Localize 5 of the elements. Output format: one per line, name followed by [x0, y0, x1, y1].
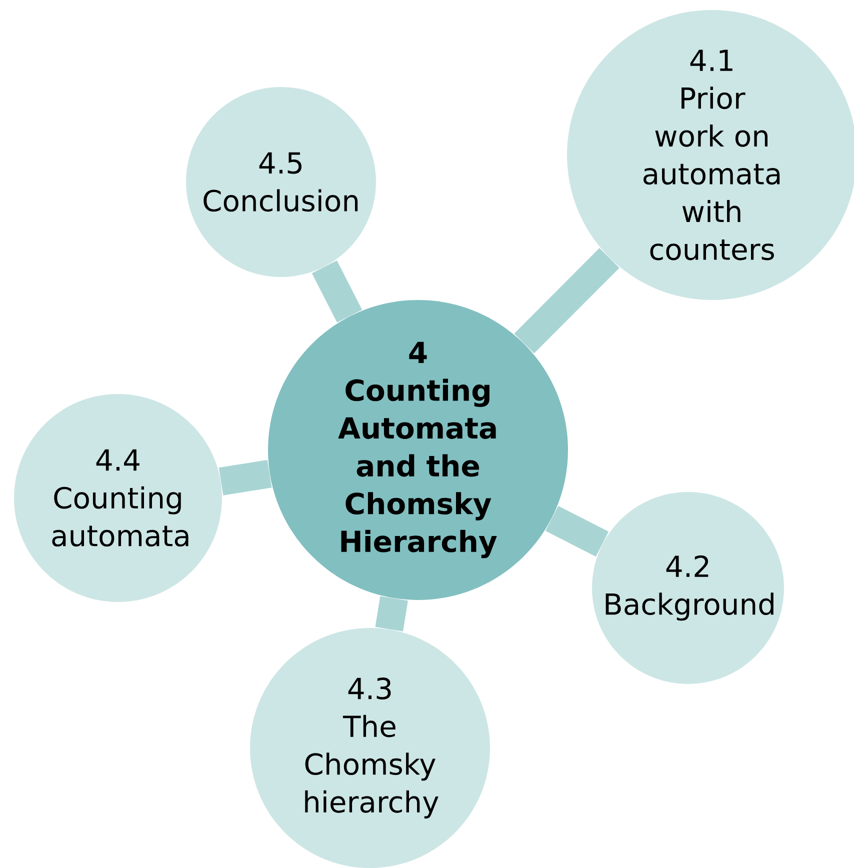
connector: [375, 596, 408, 632]
connector: [546, 506, 609, 557]
connector: [218, 460, 272, 496]
connector: [514, 248, 620, 354]
connector: [312, 260, 362, 323]
